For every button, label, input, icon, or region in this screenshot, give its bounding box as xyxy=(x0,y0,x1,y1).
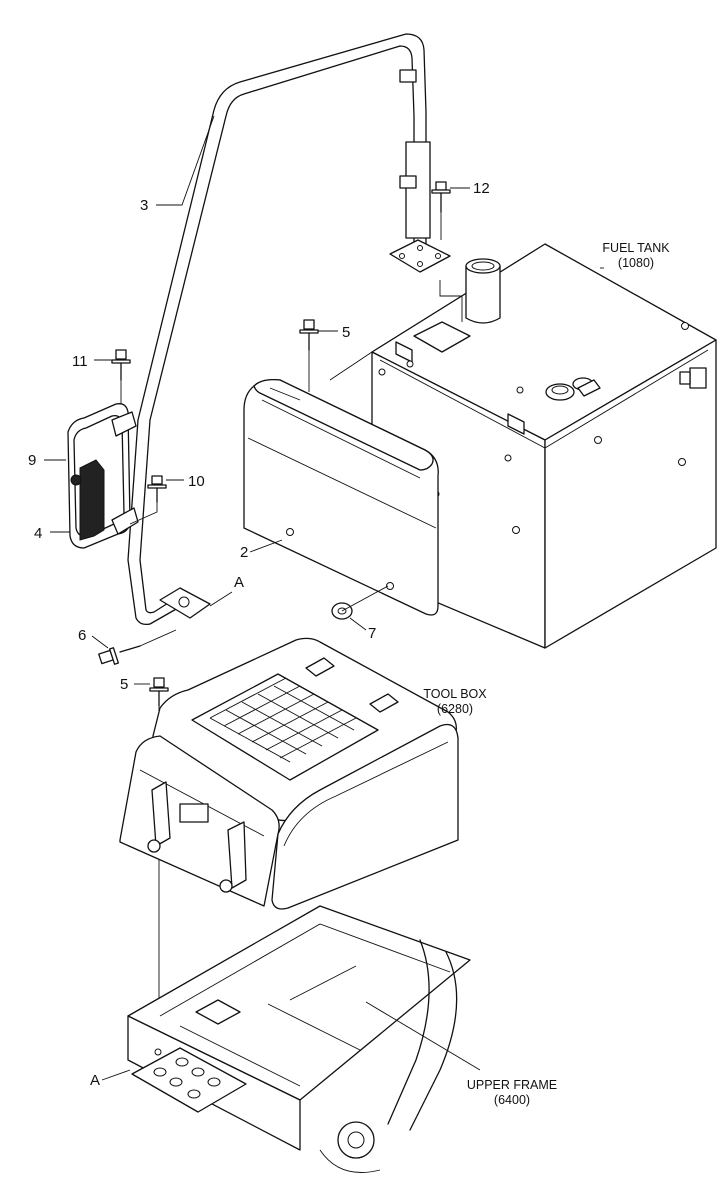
leader-lines xyxy=(44,115,604,1081)
handrail-tube-inner xyxy=(139,45,415,614)
callout-4: 4 xyxy=(34,525,42,542)
tool-box-ref: (6280) xyxy=(437,702,473,716)
callout-5-top: 5 xyxy=(342,324,350,341)
callout-a-bottom: A xyxy=(90,1072,100,1089)
upper-frame xyxy=(127,905,471,1173)
callout-a-top: A xyxy=(234,574,244,591)
mirror-clamp xyxy=(79,459,105,541)
rail-base-plate xyxy=(389,239,451,273)
tank-cover xyxy=(243,378,439,616)
callout-9: 9 xyxy=(28,452,36,469)
fuel-tank-name: FUEL TANK xyxy=(602,241,670,255)
bolt-10 xyxy=(147,475,167,503)
fuel-tank-side xyxy=(544,339,717,649)
callout-2: 2 xyxy=(240,544,248,561)
bolt-6 xyxy=(98,645,141,665)
callout-7: 7 xyxy=(368,625,376,642)
mirror-assembly xyxy=(67,403,139,549)
tool-box xyxy=(119,637,459,910)
callouts: 3 12 5 11 9 10 4 2 A 6 7 5 A xyxy=(28,180,490,1089)
upper-frame-ref: (6400) xyxy=(494,1093,530,1107)
callout-5-bottom: 5 xyxy=(120,676,128,693)
filler-neck xyxy=(465,265,501,324)
toolbox-nameplate xyxy=(179,803,209,823)
callout-12: 12 xyxy=(473,180,490,197)
handrail xyxy=(127,33,451,626)
toolbox-perforated-plate xyxy=(191,673,379,781)
bolt-11 xyxy=(111,349,131,381)
callout-10: 10 xyxy=(188,473,205,490)
tool-box-name: TOOL BOX xyxy=(423,687,487,701)
fuel-tank-ref: (1080) xyxy=(618,256,654,270)
bolt-12 xyxy=(431,181,451,213)
toolbox-side xyxy=(271,723,459,910)
callout-11: 11 xyxy=(72,353,88,370)
rail-sleeve xyxy=(405,141,431,239)
bolt-5-bottom xyxy=(149,677,169,707)
cover-top xyxy=(253,378,434,471)
upper-frame-name: UPPER FRAME xyxy=(467,1078,557,1092)
handrail-tube-outer xyxy=(127,33,427,626)
callout-6: 6 xyxy=(78,627,86,644)
toolbox-latch-left xyxy=(151,781,171,847)
mirror-knob xyxy=(70,474,82,486)
perforation-grid xyxy=(209,677,357,763)
component-captions: FUEL TANK (1080) TOOL BOX (6280) UPPER F… xyxy=(423,241,670,1107)
toolbox-latch-right xyxy=(227,821,247,889)
tank-mount-plate xyxy=(413,321,471,353)
frame-step xyxy=(131,1047,247,1113)
callout-3: 3 xyxy=(140,197,148,214)
bolt-5-top xyxy=(299,319,319,351)
